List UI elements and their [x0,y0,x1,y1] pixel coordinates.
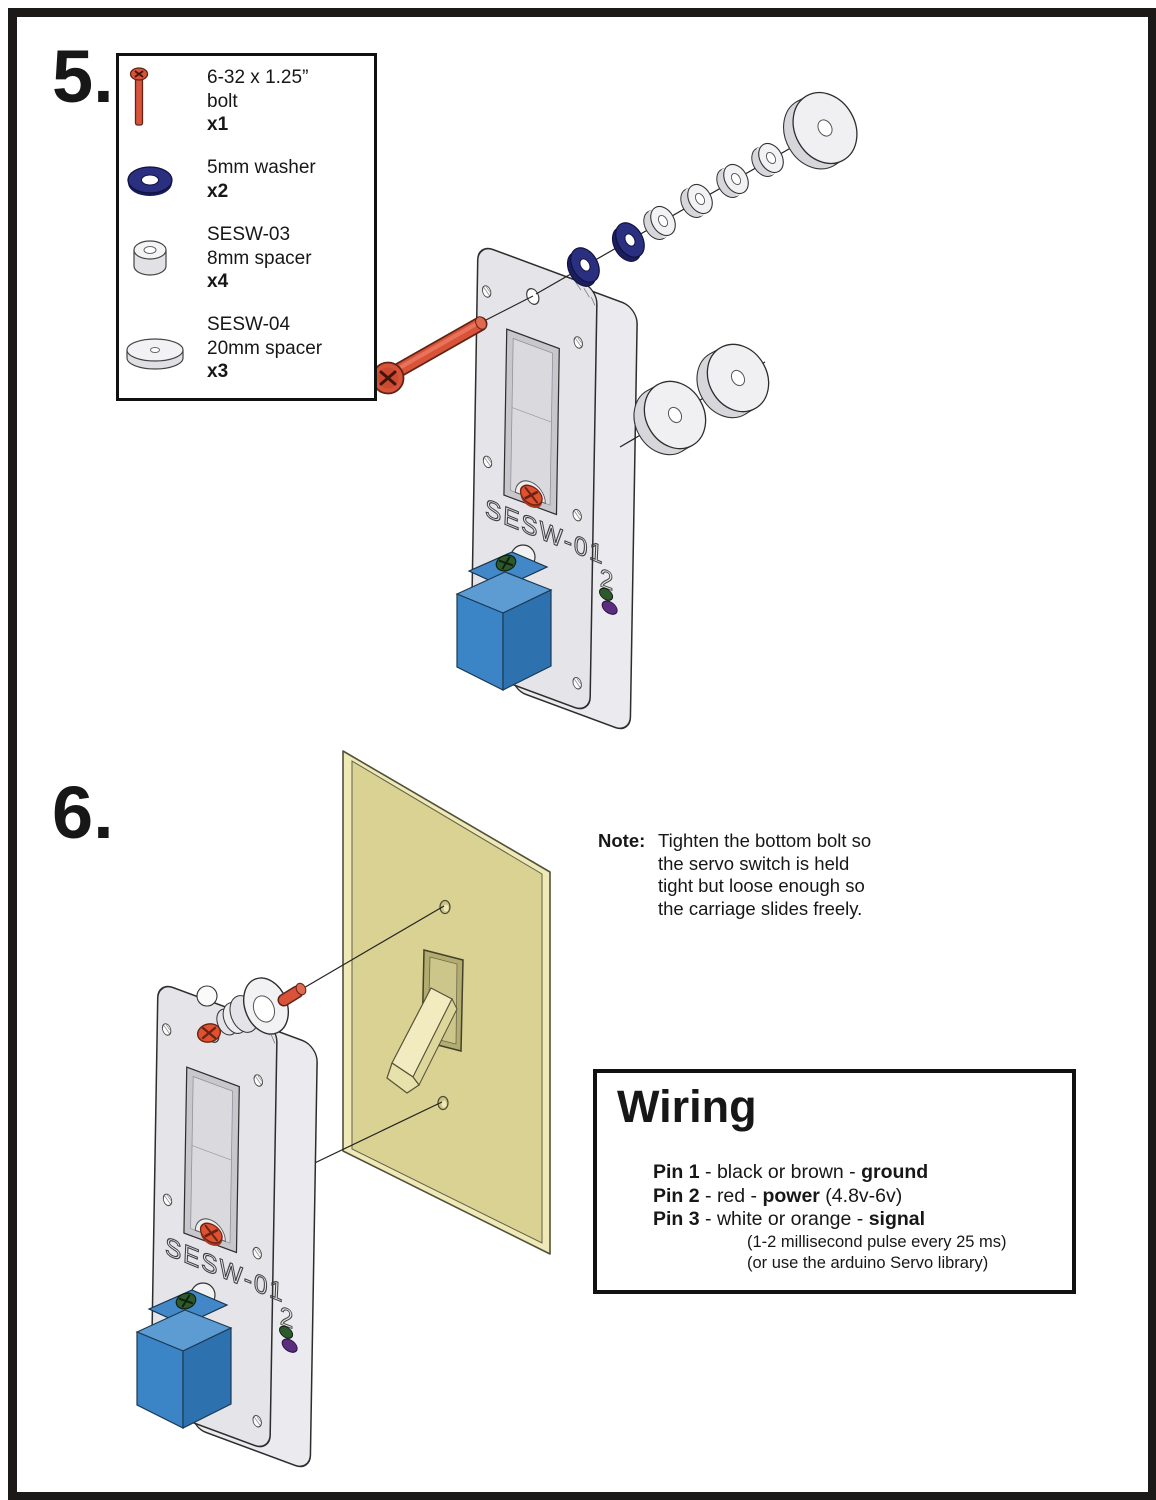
spacer-8mm [716,163,749,199]
spacer-line-lower [619,343,770,456]
bolt-tip [295,982,307,996]
part-line: 20mm spacer [207,337,323,359]
part-line: SESW-04 [207,314,291,336]
step-5-number: 5. [52,35,114,118]
wiring-note: (1-2 millisecond pulse every 25 ms) [747,1232,1007,1251]
wiring-box: Wiring Pin 1 - black or brown - ground P… [593,1069,1076,1294]
spacer-8mm [751,142,784,178]
leader-line-top [301,905,445,990]
mounting-bolt [371,295,534,395]
bolt-tip [475,316,487,330]
pin-row: Pin 3 - white or orange - signal [653,1208,926,1230]
part-row-bolt: 6-32 x 1.25” bolt x1 [119,66,374,137]
spacer-8mm [643,205,676,241]
wiring-note: (or use the arduino Servo library) [747,1253,989,1272]
spacer-20mm [696,343,770,419]
spacer-20mm [633,380,707,456]
part-row-washer: 5mm washer x2 [119,156,374,203]
part-line: 8mm spacer [207,247,312,269]
wiring-title: Wiring [617,1081,757,1132]
part-row-spacer-20mm: SESW-04 20mm spacer x3 [119,313,374,384]
part-qty: x1 [207,114,229,135]
spacer-8mm [680,183,713,219]
step-6-number: 6. [52,771,114,854]
parts-callout-box: 6-32 x 1.25” bolt x1 5mm washer x2 [116,53,377,401]
note-label: Note: [598,830,646,851]
bolt-tip-shaft [279,987,302,1005]
part-line: SESW-03 [207,224,291,246]
phillips-cross [379,370,397,386]
step6-illustration [135,750,551,1473]
axis-line [485,295,534,321]
bolt-head [371,361,405,395]
plate-screw-hole-top [439,899,451,915]
pin-row: Pin 2 - red - power (4.8v-6v) [653,1184,903,1207]
servo-switch-assembly-step5 [455,242,639,735]
page-border [8,8,1156,1500]
note-block: Note: Tighten the bottom bolt so the ser… [598,830,938,920]
note-line: tight but loose enough so [658,875,865,896]
toggle-switch [386,987,458,1094]
washer-5mm [566,247,600,287]
part-line: 6-32 x 1.25” [207,67,309,88]
part-qty: x3 [207,361,229,383]
part-line: bolt [207,90,238,112]
note-line: the carriage slides freely. [658,897,863,919]
bearing [196,985,218,1007]
pin-list: Pin 1 - black or brown - ground Pin 2 - … [653,1161,1072,1274]
part-qty: x2 [207,180,229,202]
part-qty: x4 [207,271,229,293]
note-line: the servo switch is held [658,852,850,874]
part-line: 5mm washer [207,157,316,179]
servo-switch-assembly-step6 [135,980,319,1473]
spacer-stack [196,977,307,1036]
leader-line-bottom [299,1101,443,1171]
spacer-20mm [783,91,858,170]
note-line: Tighten the bottom bolt so [658,830,872,851]
step5-illustration: 2 [371,91,858,735]
spacer-line-upper [535,91,858,295]
pin-row: Pin 1 - black or brown - ground [653,1161,929,1183]
plate-screw-hole-bottom [437,1095,449,1111]
washer-5mm [611,222,645,262]
part-row-spacer-8mm: SESW-03 8mm spacer x4 [119,223,374,294]
spacer-20mm-front [243,977,289,1035]
wall-plate [342,750,551,1255]
